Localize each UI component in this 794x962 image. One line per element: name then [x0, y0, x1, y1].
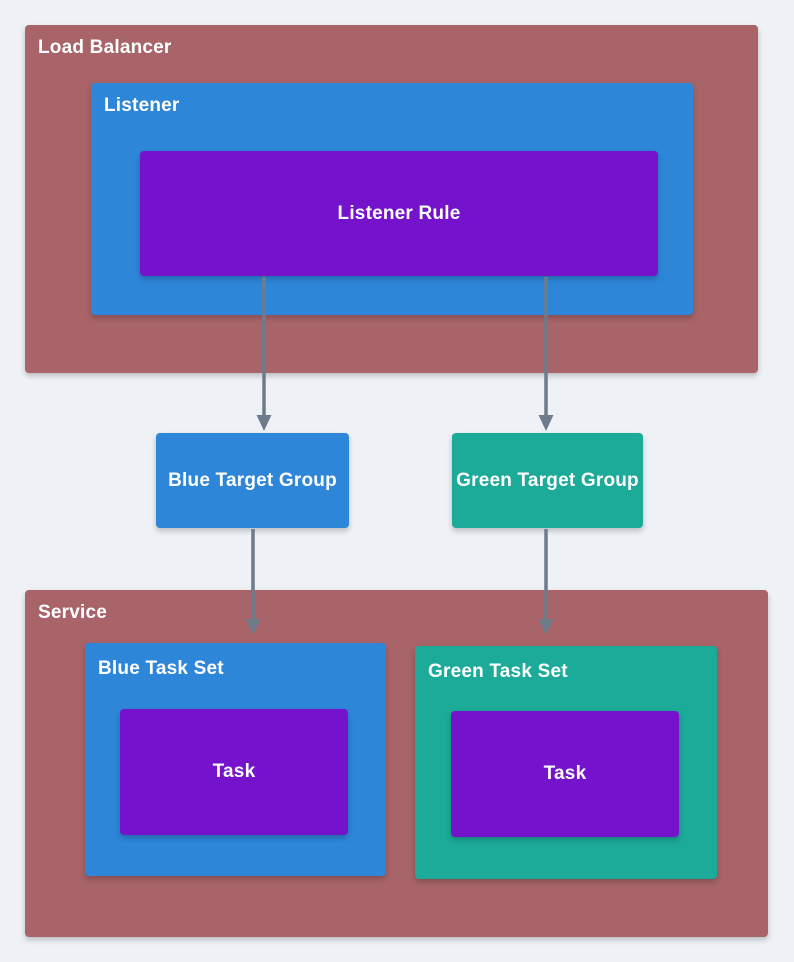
service-container: Service Blue Task Set Task Green Task Se… — [25, 590, 768, 937]
listener-rule-label: Listener Rule — [337, 202, 461, 224]
green-task-set-label: Green Task Set — [428, 661, 568, 682]
blue-task-set-box: Blue Task Set Task — [85, 643, 386, 876]
green-task-set-box: Green Task Set Task — [415, 646, 717, 879]
listener-box: Listener Listener Rule — [91, 83, 693, 315]
listener-rule-node: Listener Rule — [140, 151, 658, 276]
service-label: Service — [38, 602, 108, 623]
blue-task-label: Task — [212, 761, 256, 782]
green-task-label: Task — [543, 763, 587, 784]
green-target-group-label: Green Target Group — [456, 469, 639, 491]
green-task-node: Task — [451, 711, 679, 837]
listener-label: Listener — [104, 95, 180, 116]
green-target-group-node: Green Target Group — [452, 433, 643, 528]
blue-target-group-node: Blue Target Group — [156, 433, 349, 528]
blue-target-group-label: Blue Target Group — [168, 469, 337, 491]
blue-task-set-label: Blue Task Set — [98, 658, 224, 679]
blue-task-node: Task — [120, 709, 348, 835]
load-balancer-label: Load Balancer — [38, 37, 172, 58]
load-balancer-container: Load Balancer Listener Listener Rule — [25, 25, 758, 373]
